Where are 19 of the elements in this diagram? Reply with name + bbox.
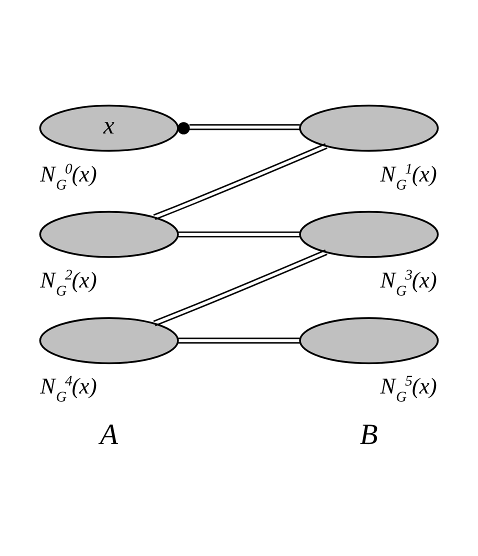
label: A: [100, 418, 118, 450]
node-label: N$_{G}$$^{4}$(x): [40, 373, 97, 406]
node-label: N$_{G}$$^{5}$(x): [380, 373, 437, 406]
connector: [153, 248, 328, 326]
node-ellipse: [299, 104, 439, 152]
node-ellipse: [39, 316, 179, 364]
node-label: N$_{G}$$^{2}$(x): [40, 267, 97, 300]
label: B: [360, 418, 378, 450]
node-ellipse: [299, 316, 439, 364]
connector: [178, 230, 300, 237]
node-ellipse: x: [39, 104, 179, 152]
node-label: N$_{G}$$^{3}$(x): [380, 267, 437, 300]
node-label: N$_{G}$$^{0}$(x): [40, 160, 97, 193]
node-label: N$_{G}$$^{1}$(x): [380, 160, 437, 193]
connector: [177, 122, 300, 134]
node-ellipse: [39, 210, 179, 258]
node-ellipse: [299, 210, 439, 258]
connector: [178, 337, 300, 344]
connector: [153, 142, 328, 220]
